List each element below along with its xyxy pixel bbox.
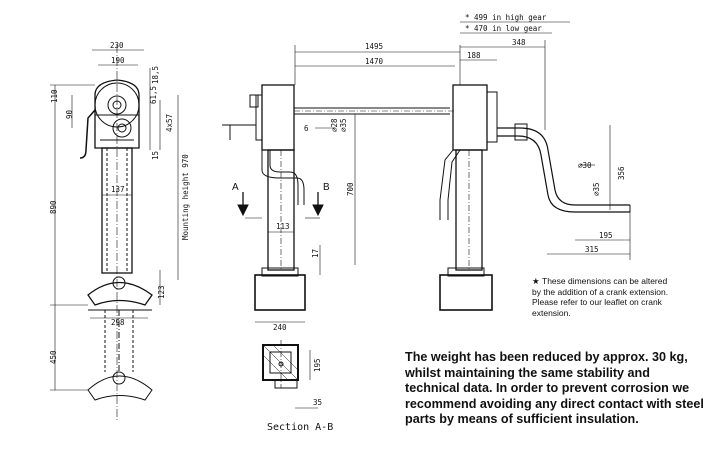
svg-text:⌀28: ⌀28 — [330, 118, 339, 132]
svg-text:Mounting height 970: Mounting height 970 — [181, 154, 190, 240]
svg-text:113: 113 — [276, 222, 290, 231]
svg-text:18,5: 18,5 — [151, 66, 160, 84]
svg-text:90: 90 — [65, 109, 74, 119]
svg-text:700: 700 — [346, 182, 355, 196]
svg-text:348: 348 — [512, 38, 526, 47]
svg-text:890: 890 — [49, 200, 58, 214]
side-view — [222, 84, 455, 311]
svg-text:1470: 1470 — [365, 57, 384, 66]
svg-text:1495: 1495 — [365, 42, 383, 51]
svg-text:⌀30: ⌀30 — [578, 161, 592, 170]
front-dimension-lines — [50, 49, 179, 391]
svg-text:⌀35: ⌀35 — [339, 118, 348, 132]
svg-text:190: 190 — [111, 56, 125, 65]
svg-text:356: 356 — [617, 166, 626, 180]
star-icon: ★ — [532, 276, 540, 286]
side-dimension-lines — [255, 45, 461, 323]
view-labels: A B Section A-B — [232, 182, 333, 433]
svg-text:17: 17 — [311, 249, 320, 258]
svg-text:195: 195 — [313, 358, 322, 372]
svg-text:61,5: 61,5 — [149, 86, 158, 104]
weight-description: The weight has been reduced by approx. 3… — [405, 350, 704, 426]
svg-text:110: 110 — [50, 89, 59, 103]
svg-text:6: 6 — [304, 124, 309, 133]
svg-text:⌀35: ⌀35 — [592, 182, 601, 196]
label-a: A — [232, 182, 239, 193]
svg-text:137: 137 — [111, 185, 125, 194]
svg-text:315: 315 — [585, 245, 599, 254]
dimension-labels: 230 190 18,5 110 90 61,5 4x57 15 137 Mou… — [49, 13, 626, 407]
svg-text:4x57: 4x57 — [165, 114, 174, 132]
section-title: Section A-B — [267, 422, 333, 433]
svg-text:123: 123 — [157, 285, 166, 299]
note-text: These dimensions can be altered by the a… — [532, 276, 669, 318]
svg-text:15: 15 — [151, 151, 160, 160]
svg-text:* 499 in high gear: * 499 in high gear — [465, 13, 547, 22]
svg-text:450: 450 — [49, 350, 58, 364]
svg-text:298: 298 — [111, 318, 125, 327]
section-ab — [262, 340, 318, 409]
front-view — [79, 45, 153, 420]
svg-text:230: 230 — [110, 41, 124, 50]
right-dimension-lines — [460, 21, 631, 260]
svg-text:* 470 in low gear: * 470 in low gear — [465, 24, 542, 33]
label-b: B — [323, 182, 330, 193]
svg-text:35: 35 — [313, 398, 322, 407]
svg-text:195: 195 — [599, 231, 613, 240]
svg-text:188: 188 — [467, 51, 481, 60]
svg-text:240: 240 — [273, 323, 287, 332]
right-view — [439, 84, 631, 311]
crank-extension-note: ★These dimensions can be altered by the … — [532, 276, 672, 318]
